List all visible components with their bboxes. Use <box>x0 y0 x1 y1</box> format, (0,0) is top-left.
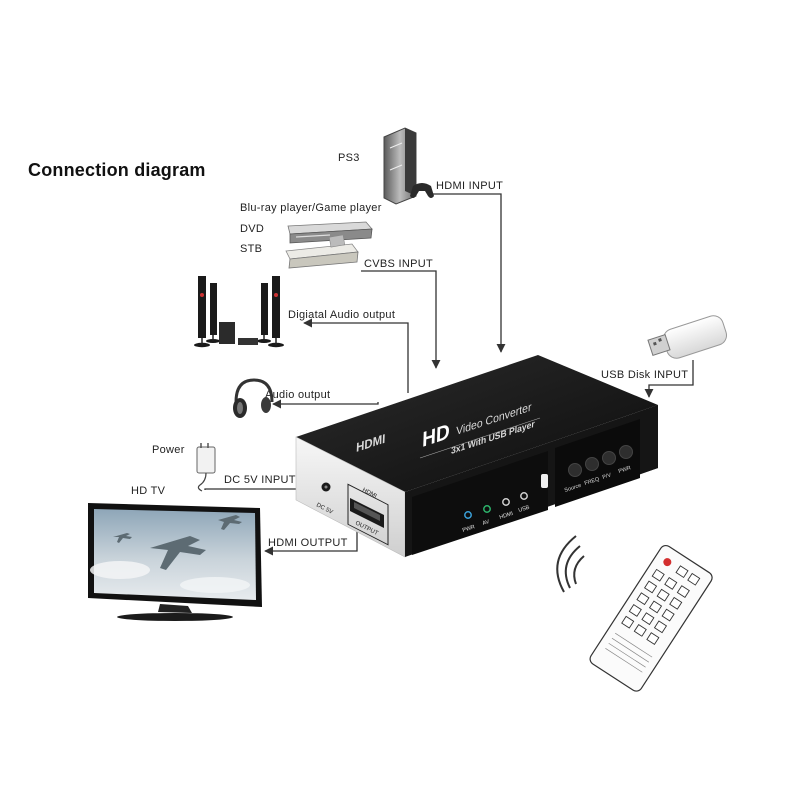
freq-button[interactable] <box>585 457 599 471</box>
power-adapter-icon <box>196 443 216 492</box>
pv-button[interactable] <box>602 451 616 465</box>
led-label-hdmi: HDMI <box>499 511 515 521</box>
button-label-freq: FREQ <box>584 476 601 487</box>
hdmi-output-arrow <box>264 531 358 556</box>
button-label-source: Source <box>564 483 582 494</box>
led-label-usb: USB <box>518 505 531 514</box>
speaker-system-icon <box>194 276 284 348</box>
usb-flash-disk-icon <box>647 315 728 359</box>
led-label-av: AV <box>482 519 491 527</box>
ps3-label: PS3 <box>338 152 360 164</box>
digital-audio-output-label: Digiatal Audio output <box>288 309 396 321</box>
hdmi-led <box>502 498 510 506</box>
hdtv-label: HD TV <box>131 485 166 497</box>
dc-5v-input-label: DC 5V INPUT <box>224 474 296 486</box>
stb-label: STB <box>240 243 263 255</box>
pwr-button[interactable] <box>619 445 633 459</box>
pwr-led <box>464 511 472 519</box>
ir-receiver <box>541 474 548 488</box>
bluray-label: Blu-ray player/Game player <box>240 202 382 214</box>
ps3-console-icon <box>383 127 434 205</box>
usb-input-arrow <box>644 360 694 398</box>
hdmi-output-label: HDMI OUTPUT <box>268 537 348 549</box>
dvd-label: DVD <box>240 223 265 235</box>
av-led <box>483 505 491 513</box>
connection-lines <box>204 193 694 556</box>
usb-led <box>520 492 528 500</box>
digital-audio-arrow <box>303 318 409 393</box>
cvbs-input-arrow <box>361 270 441 369</box>
button-label-pv: P/V <box>602 472 613 481</box>
page-title: Connection diagram <box>28 160 206 180</box>
power-label: Power <box>152 444 185 456</box>
dvd-player-icon <box>287 221 373 244</box>
audio-output-arrow <box>272 399 379 409</box>
device-buttons <box>568 445 633 477</box>
usb-disk-input-label: USB Disk INPUT <box>601 369 689 381</box>
hdmi-input-arrow <box>433 193 506 353</box>
headphones-icon <box>233 378 274 418</box>
button-label-pwr: PWR <box>618 465 632 475</box>
status-leds <box>464 474 548 519</box>
hd-video-converter-device: HDMI HD Video Converter 3x1 With USB Pla… <box>295 355 658 558</box>
cvbs-input-label: CVBS INPUT <box>364 258 434 270</box>
hdmi-input-label: HDMI INPUT <box>436 180 504 192</box>
led-label-pwr: PWR <box>462 524 476 534</box>
remote-control-icon <box>589 544 713 692</box>
remote-power-button <box>663 558 672 567</box>
audio-output-label: Audio output <box>265 389 331 401</box>
stb-icon <box>285 234 359 269</box>
source-button[interactable] <box>568 463 582 477</box>
ir-signal-waves-icon <box>556 535 585 593</box>
dc-input-arrow <box>204 484 315 494</box>
hdtv-icon <box>88 503 262 621</box>
